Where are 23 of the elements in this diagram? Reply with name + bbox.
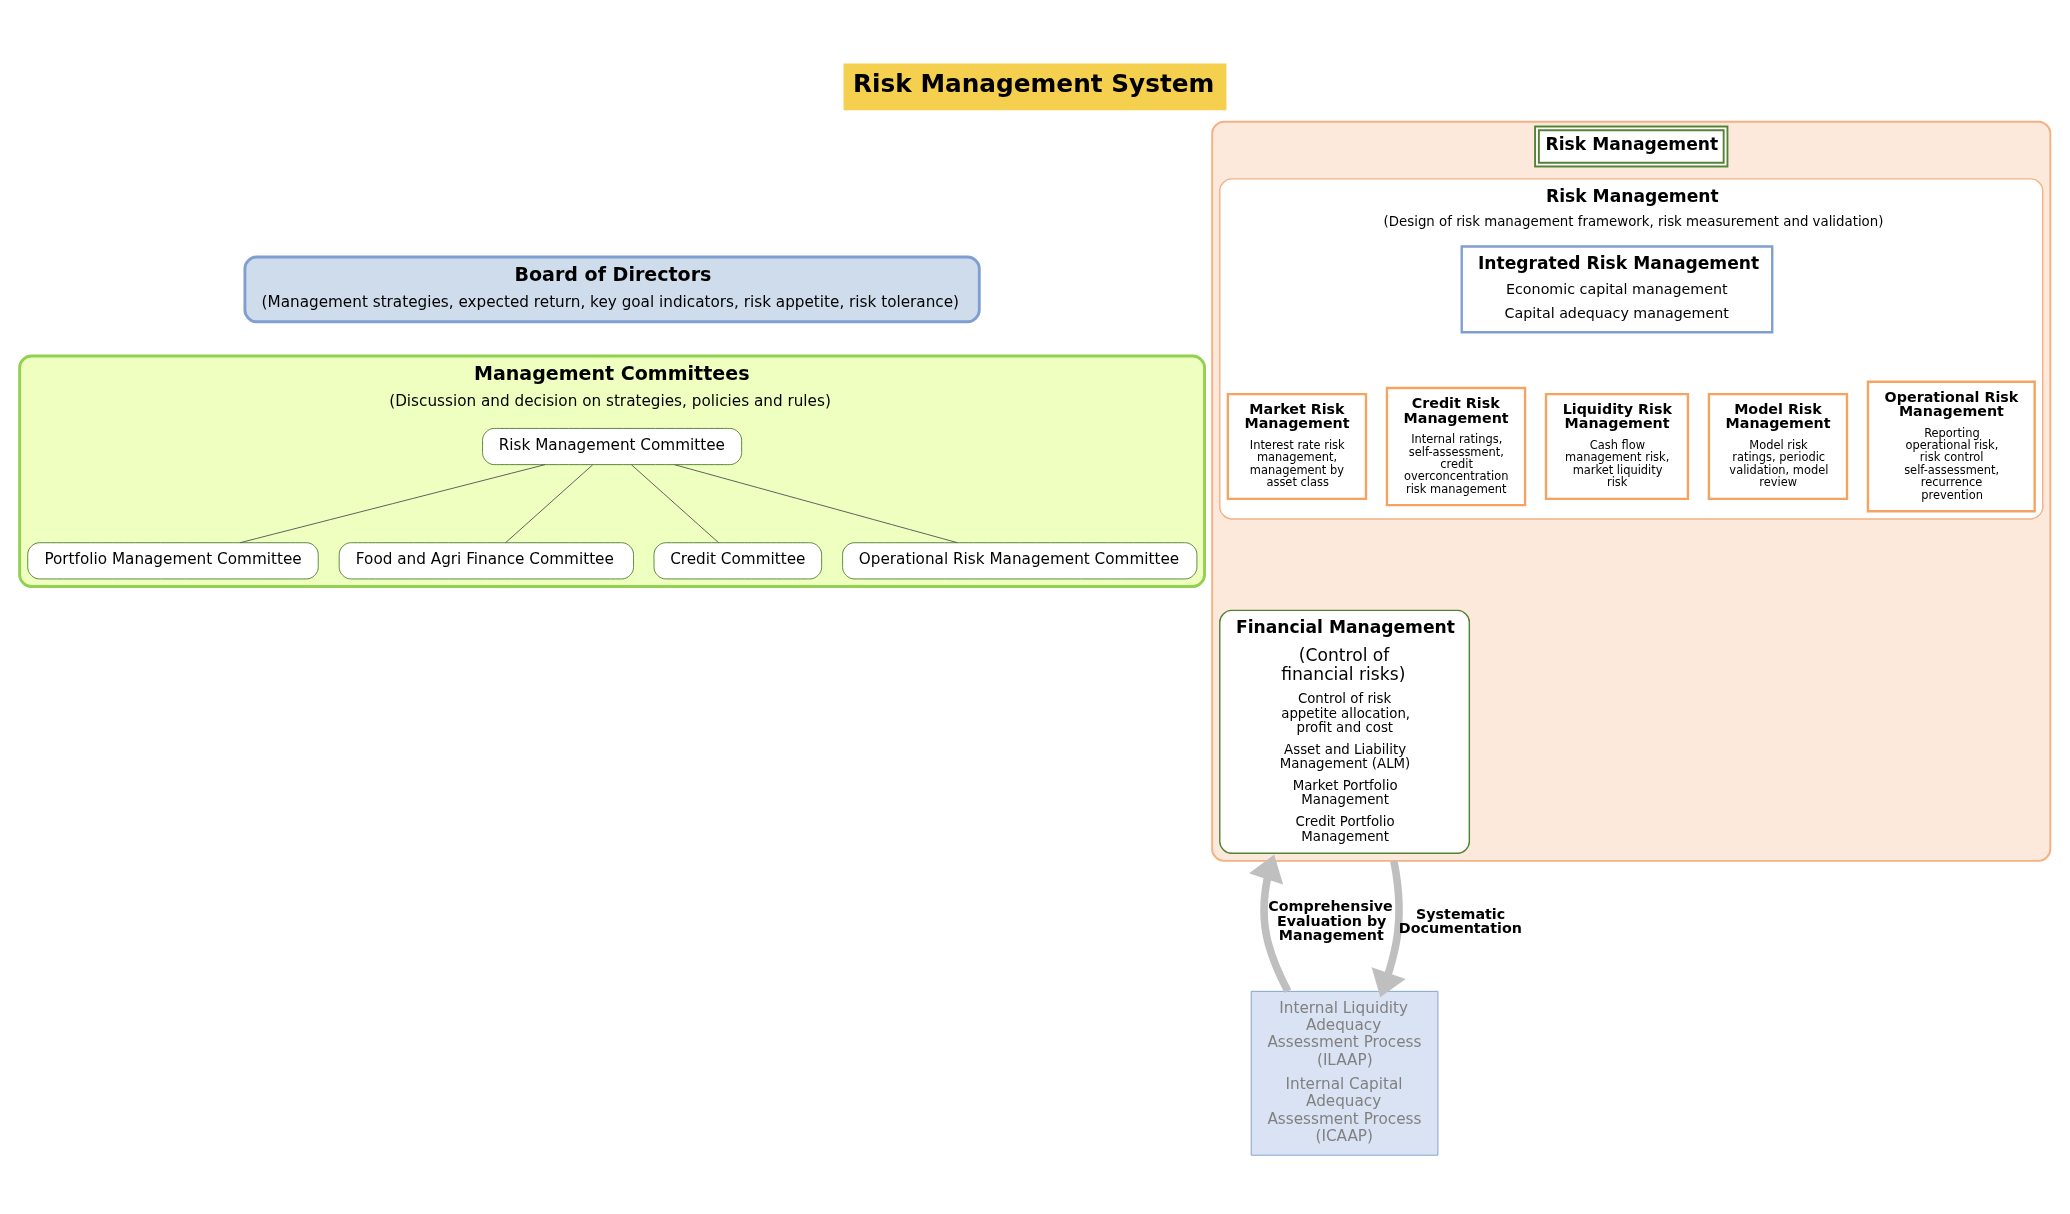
connector bbox=[631, 463, 720, 543]
node-box: Credit Risk Management Internal ratings, self-assessment, credit overconcentration risk management bbox=[1385, 386, 1527, 506]
node-box: Board of Directors (Management strategies, expected return, key goal indicators, risk appetite, risk tolerance) bbox=[243, 255, 981, 323]
edge-label: Comprehensive Evaluation by Management bbox=[1268, 897, 1393, 943]
node-box: Food and Agri Finance Committee bbox=[338, 541, 634, 579]
node-box: Internal Liquidity Adequacy Assessment Process (ILAAP) Internal Capital Adequacy Assessment Process (ICAAP) bbox=[1250, 990, 1439, 1156]
connector bbox=[673, 463, 958, 543]
edge-label: Systematic Documentation bbox=[1398, 904, 1522, 936]
arrow bbox=[1371, 859, 1406, 997]
node-box: Operational Risk Management Reporting operational risk, risk control self-assessment, recurrence prevention bbox=[1866, 380, 2036, 512]
node-box: Integrated Risk Management Economic capital management Capital adequacy management bbox=[1460, 244, 1774, 333]
node-box: Liquidity Risk Management Cash flow management risk, market liquidity risk bbox=[1544, 392, 1690, 500]
node-box: Risk Management Committee bbox=[482, 427, 743, 465]
node-box: Credit Committee bbox=[653, 541, 823, 579]
node-box: Market Risk Management Interest rate risk management, management by asset class bbox=[1226, 392, 1368, 500]
node-box: Financial Management (Control of financial risks) Control of risk appetite allocation, profit and cost Asset and Liability Management (ALM) Market Portfolio Management Credit Portfolio Management bbox=[1219, 609, 1471, 854]
connector bbox=[239, 463, 546, 543]
arrow bbox=[1249, 854, 1292, 993]
connector bbox=[505, 463, 594, 543]
node-box: Model Risk Management Model risk ratings, periodic validation, model review bbox=[1707, 392, 1849, 500]
diagram-title: Risk Management System bbox=[853, 68, 1215, 98]
node-box: Operational Risk Management Committee bbox=[842, 541, 1198, 579]
node-box: Portfolio Management Committee bbox=[27, 541, 319, 579]
